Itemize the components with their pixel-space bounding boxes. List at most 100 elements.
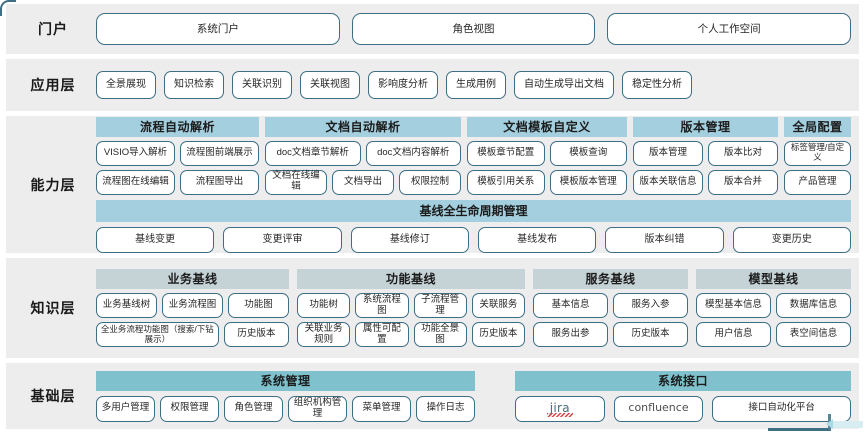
kn-button-model-basic-info[interactable]: 模型基本信息 [696, 293, 771, 318]
kn-button-business-flowchart[interactable]: 业务流程图 [162, 293, 223, 318]
fd-button-permission-manage[interactable]: 权限管理 [160, 395, 219, 422]
group-rows-function-baseline: 功能树 系统流程图 子流程管理 关联服务 关联业务规则 属性可配置 功能全景图 … [297, 293, 525, 347]
application-button-knowledge-search[interactable]: 知识检索 [164, 71, 224, 99]
lifecycle-button-change-history[interactable]: 变更历史 [732, 226, 851, 253]
kn-button-attribute-configurable[interactable]: 属性可配置 [355, 322, 409, 347]
cap-button-template-chapter-config[interactable]: 模板章节配置 [467, 140, 545, 166]
capability-group-container: 流程自动解析 VISIO导入解析 流程图前端展示 流程图在线编辑 流程图导出 文… [96, 116, 851, 195]
application-button-generate-testcase[interactable]: 生成用例 [446, 71, 506, 99]
capability-group-version-manage: 版本管理 版本管理 版本比对 版本关联信息 版本合并 [633, 116, 778, 195]
group-rows-global-config: 标签管理/自定义 产品管理 [784, 140, 851, 195]
application-button-impact-analysis[interactable]: 影响度分析 [368, 71, 438, 99]
knowledge-group-function-baseline: 功能基线 功能树 系统流程图 子流程管理 关联服务 关联业务规则 属性可配置 功… [297, 269, 525, 347]
knowledge-group-container: 业务基线 业务基线树 业务流程图 功能图 全业务流程功能图（搜索/下钻展示） 历… [96, 269, 851, 347]
fd-button-multi-user-manage[interactable]: 多用户管理 [96, 395, 155, 422]
cap-button-version-relation-info[interactable]: 版本关联信息 [633, 169, 703, 195]
portal-button-system-portal[interactable]: 系统门户 [96, 13, 340, 45]
kn-button-business-baseline-tree[interactable]: 业务基线树 [96, 293, 157, 318]
application-button-panorama[interactable]: 全景展现 [96, 71, 156, 99]
group-title-business-baseline: 业务基线 [96, 269, 289, 289]
fd-button-jira[interactable]: jira [515, 395, 605, 422]
group-line: jira confluence 接口自动化平台 [515, 395, 852, 422]
kn-button-basic-info[interactable]: 基本信息 [533, 293, 608, 318]
kn-button-user-info[interactable]: 用户信息 [696, 322, 771, 347]
group-title-function-baseline: 功能基线 [297, 269, 525, 289]
layer-row-capability: 能力层 流程自动解析 VISIO导入解析 流程图前端展示 流程图在线编辑 流程图… [6, 116, 859, 253]
kn-button-function-diagram[interactable]: 功能图 [228, 293, 289, 318]
layer-row-application: 应用层 全景展现 知识检索 关联识别 关联视图 影响度分析 生成用例 自动生成导… [6, 59, 859, 111]
group-rows-service-baseline: 基本信息 服务入参 服务出参 历史版本 [533, 293, 688, 347]
cap-button-product-manage[interactable]: 产品管理 [784, 169, 851, 195]
cap-button-template-query[interactable]: 模板查询 [549, 140, 627, 166]
group-title-doc-template: 文档模板自定义 [467, 116, 627, 137]
kn-button-tablespace-info[interactable]: 表空间信息 [776, 322, 851, 347]
cap-button-doc-online-edit[interactable]: 文档在线编辑 [265, 169, 327, 195]
lifecycle-button-baseline-change[interactable]: 基线变更 [96, 226, 215, 253]
cap-button-template-version-manage[interactable]: 模板版本管理 [549, 169, 627, 195]
group-line: VISIO导入解析 流程图前端展示 [96, 140, 259, 166]
application-button-relation-view[interactable]: 关联视图 [300, 71, 360, 99]
layer-row-foundation: 基础层 系统管理 多用户管理 权限管理 角色管理 组织机构管理 菜单管理 操作日… [6, 363, 859, 429]
group-line: 功能树 系统流程图 子流程管理 关联服务 [297, 293, 525, 318]
lifecycle-button-change-review[interactable]: 变更评审 [223, 226, 342, 253]
fd-button-org-structure-manage[interactable]: 组织机构管理 [288, 395, 347, 422]
kn-button-history-version-function[interactable]: 历史版本 [471, 322, 525, 347]
fd-button-menu-manage[interactable]: 菜单管理 [352, 395, 411, 422]
kn-button-related-service[interactable]: 关联服务 [471, 293, 525, 318]
lifecycle-button-version-correction[interactable]: 版本纠错 [605, 226, 724, 253]
cap-button-doc-chapter-parse[interactable]: doc文档章节解析 [265, 140, 361, 166]
application-button-relation-identify[interactable]: 关联识别 [232, 71, 292, 99]
cap-button-version-compare[interactable]: 版本比对 [708, 140, 778, 166]
kn-button-function-tree[interactable]: 功能树 [297, 293, 351, 318]
group-line: 全业务流程功能图（搜索/下钻展示） 历史版本 [96, 322, 289, 347]
baseline-lifecycle-button-group: 基线变更 变更评审 基线修订 基线发布 版本纠错 变更历史 [96, 226, 851, 253]
group-line: 服务出参 历史版本 [533, 322, 688, 347]
group-line: 模板章节配置 模板查询 [467, 140, 627, 166]
group-rows-process-parse: VISIO导入解析 流程图前端展示 流程图在线编辑 流程图导出 [96, 140, 259, 195]
application-button-auto-export-doc[interactable]: 自动生成导出文档 [514, 71, 614, 99]
kn-button-system-flowchart[interactable]: 系统流程图 [355, 293, 409, 318]
cap-button-flowchart-frontend-display[interactable]: 流程图前端展示 [180, 140, 259, 166]
cap-button-permission-control[interactable]: 权限控制 [399, 169, 461, 195]
cap-button-template-reference-relation[interactable]: 模板引用关系 [467, 169, 545, 195]
cap-button-visio-import-parse[interactable]: VISIO导入解析 [96, 140, 175, 166]
group-title-global-config: 全局配置 [784, 116, 851, 137]
lifecycle-button-baseline-revise[interactable]: 基线修订 [350, 226, 469, 253]
cap-button-tag-manage-custom[interactable]: 标签管理/自定义 [784, 140, 851, 166]
application-button-group: 全景展现 知识检索 关联识别 关联视图 影响度分析 生成用例 自动生成导出文档 … [96, 71, 851, 99]
kn-button-related-business-rule[interactable]: 关联业务规则 [297, 322, 351, 347]
portal-button-group: 系统门户 角色视图 个人工作空间 [96, 13, 852, 45]
lifecycle-button-baseline-release[interactable]: 基线发布 [477, 226, 597, 253]
fd-button-operation-log[interactable]: 操作日志 [416, 395, 475, 422]
knowledge-group-business-baseline: 业务基线 业务基线树 业务流程图 功能图 全业务流程功能图（搜索/下钻展示） 历… [96, 269, 289, 347]
cap-button-version-merge[interactable]: 版本合并 [708, 169, 778, 195]
group-line: 版本管理 版本比对 [633, 140, 778, 166]
kn-button-history-version-service[interactable]: 历史版本 [613, 322, 688, 347]
knowledge-group-service-baseline: 服务基线 基本信息 服务入参 服务出参 历史版本 [533, 269, 688, 347]
fd-button-confluence[interactable]: confluence [613, 395, 704, 422]
cap-button-flowchart-export[interactable]: 流程图导出 [180, 169, 259, 195]
group-title-baseline-lifecycle: 基线全生命周期管理 [96, 199, 851, 222]
group-title-system-manage: 系统管理 [96, 370, 475, 391]
jira-logo-text: jira [549, 400, 570, 415]
kn-button-full-business-process-function-diagram[interactable]: 全业务流程功能图（搜索/下钻展示） [96, 322, 219, 347]
cap-button-doc-content-parse[interactable]: doc文档内容解析 [365, 140, 461, 166]
fd-button-role-manage[interactable]: 角色管理 [224, 395, 283, 422]
kn-button-service-input-param[interactable]: 服务入参 [613, 293, 688, 318]
kn-button-service-output-param[interactable]: 服务出参 [533, 322, 608, 347]
kn-button-database-info[interactable]: 数据库信息 [776, 293, 851, 318]
group-title-system-interface: 系统接口 [515, 370, 851, 391]
kn-button-history-version-business[interactable]: 历史版本 [223, 322, 289, 347]
fd-button-interface-automation-platform[interactable]: 接口自动化平台 [712, 395, 852, 422]
portal-button-personal-workspace[interactable]: 个人工作空间 [607, 13, 852, 45]
layer-row-portal: 门户 系统门户 角色视图 个人工作空间 [6, 4, 859, 54]
cap-button-flowchart-online-edit[interactable]: 流程图在线编辑 [96, 169, 175, 195]
cap-button-version-manage[interactable]: 版本管理 [633, 140, 703, 166]
capability-group-doc-parse: 文档自动解析 doc文档章节解析 doc文档内容解析 文档在线编辑 文档导出 权… [265, 116, 461, 195]
portal-button-role-view[interactable]: 角色视图 [351, 13, 596, 45]
cap-button-doc-export[interactable]: 文档导出 [332, 169, 394, 195]
kn-button-subprocess-manage[interactable]: 子流程管理 [413, 293, 467, 318]
kn-button-function-panorama[interactable]: 功能全景图 [413, 322, 467, 347]
application-button-stability-analysis[interactable]: 稳定性分析 [622, 71, 692, 99]
